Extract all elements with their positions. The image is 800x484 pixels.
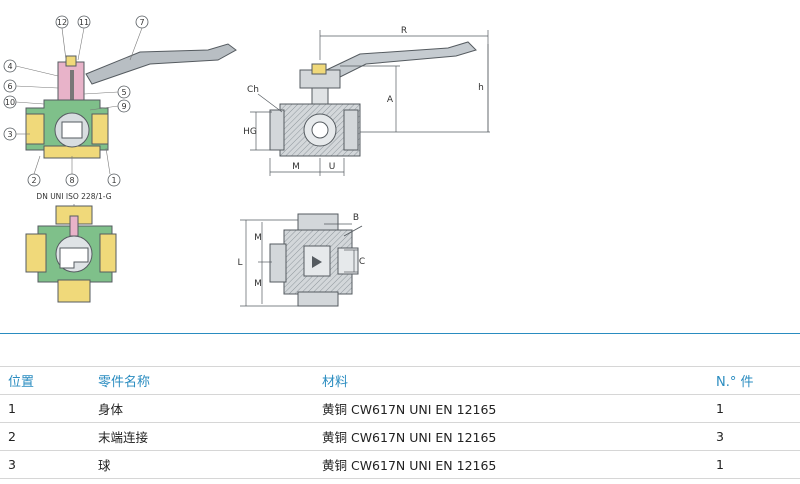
cell-material: 黄铜 CW617N UNI EN 12165 <box>314 394 708 423</box>
cell-quantity: 1 <box>708 394 800 423</box>
callout-1: 1 <box>111 176 116 185</box>
cell-material: 黄铜 CW617N UNI EN 12165 <box>314 450 708 479</box>
cell-part-name: 身体 <box>90 394 314 423</box>
callout-10: 10 <box>5 98 15 107</box>
cell-quantity: 3 <box>708 422 800 451</box>
dim-u-label: U <box>329 162 336 172</box>
dim-m-upper-label: M <box>254 233 262 243</box>
table-header-row: 位置 零件名称 材料 N.° 件 <box>0 366 800 395</box>
elevation-view: R A h Ch HG M U <box>243 26 490 176</box>
callout-2: 2 <box>31 176 36 185</box>
cell-position: 2 <box>0 422 90 451</box>
callout-7: 7 <box>139 18 144 27</box>
col-header-quantity: N.° 件 <box>708 366 800 395</box>
dim-m-lower-label: M <box>254 279 262 289</box>
section-view: 12 11 7 4 6 10 3 5 9 1 2 8 <box>3 15 237 187</box>
section-separator <box>0 333 800 334</box>
callout-6: 6 <box>7 82 12 91</box>
parts-table: 位置 零件名称 材料 N.° 件 1 身体 黄铜 CW617N UNI EN 1… <box>0 366 800 479</box>
col-header-position: 位置 <box>0 366 90 395</box>
table-row: 3 球 黄铜 CW617N UNI EN 12165 1 <box>0 450 800 479</box>
dim-a-label: A <box>387 95 394 105</box>
dim-h-label: h <box>478 83 484 93</box>
callout-12: 12 <box>57 18 67 27</box>
dim-c-label: C <box>359 257 365 267</box>
cell-quantity: 1 <box>708 450 800 479</box>
dim-ch-label: Ch <box>247 85 259 95</box>
table-row: 1 身体 黄铜 CW617N UNI EN 12165 1 <box>0 394 800 423</box>
col-header-material: 材料 <box>314 366 708 395</box>
dim-b-label: B <box>353 213 359 223</box>
callout-circles <box>3 15 149 187</box>
cell-position: 3 <box>0 450 90 479</box>
dim-r-label: R <box>401 26 407 36</box>
section-label: DN UNI ISO 228/1-G <box>36 192 111 201</box>
technical-drawings: 12 11 7 4 6 10 3 5 9 1 2 8 <box>3 15 490 307</box>
cell-part-name: 末端连接 <box>90 422 314 451</box>
callout-4: 4 <box>7 62 12 71</box>
cell-material: 黄铜 CW617N UNI EN 12165 <box>314 422 708 451</box>
callout-3: 3 <box>7 130 12 139</box>
col-header-part-name: 零件名称 <box>90 366 314 395</box>
cell-position: 1 <box>0 394 90 423</box>
three-way-plan-view: L M M B C <box>237 213 365 307</box>
callout-9: 9 <box>121 102 126 111</box>
callout-8: 8 <box>69 176 74 185</box>
cell-part-name: 球 <box>90 450 314 479</box>
callout-5: 5 <box>121 88 126 97</box>
dim-hg-label: HG <box>243 127 257 137</box>
three-way-section-view: DN UNI ISO 228/1-G <box>25 192 117 303</box>
table-row: 2 末端连接 黄铜 CW617N UNI EN 12165 3 <box>0 422 800 451</box>
dim-m-label: M <box>292 162 300 172</box>
dim-l-label: L <box>237 258 242 268</box>
callout-11: 11 <box>79 18 89 27</box>
